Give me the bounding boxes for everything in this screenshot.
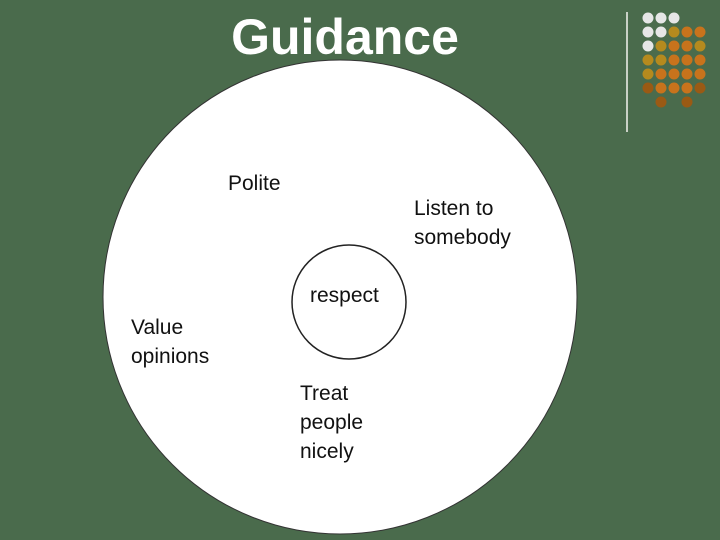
decorative-dot (681, 40, 693, 52)
decorative-dot (668, 82, 680, 94)
decorative-dot (642, 40, 654, 52)
center-term-respect: respect (310, 284, 379, 307)
decorative-dot (681, 82, 693, 94)
decorative-dot (694, 68, 706, 80)
decorative-dot (694, 82, 706, 94)
term-value-opinions: Value opinions (131, 316, 210, 368)
decorative-dot (655, 82, 667, 94)
decorative-dot (642, 12, 654, 24)
term-treat-people-nicely: Treat people nicely (300, 382, 364, 463)
decorative-dot (668, 26, 680, 38)
slide-title: Guidance (231, 9, 459, 65)
decorative-dot (655, 54, 667, 66)
decorative-dot (655, 40, 667, 52)
decorative-dot (642, 68, 654, 80)
decorative-dot (681, 96, 693, 108)
decorative-dot (668, 68, 680, 80)
decorative-dot (694, 26, 706, 38)
decorative-dot (668, 40, 680, 52)
decorative-dot (642, 82, 654, 94)
decorative-dot (694, 40, 706, 52)
term-polite: Polite (228, 172, 281, 195)
decorative-dot (655, 96, 667, 108)
decorative-dot (681, 54, 693, 66)
decorative-dot (668, 54, 680, 66)
decorative-divider-line (626, 12, 628, 132)
decorative-dot (642, 54, 654, 66)
decorative-dot (681, 68, 693, 80)
decorative-dot (655, 12, 667, 24)
decorative-dot (681, 26, 693, 38)
decorative-dot (668, 12, 680, 24)
decorative-dot (694, 54, 706, 66)
decorative-dot (642, 26, 654, 38)
inner-circle (291, 244, 407, 360)
term-listen-to-somebody: Listen to somebody (414, 197, 511, 249)
decorative-dot (655, 26, 667, 38)
decorative-dot (655, 68, 667, 80)
decorative-dot-grid (642, 12, 706, 108)
